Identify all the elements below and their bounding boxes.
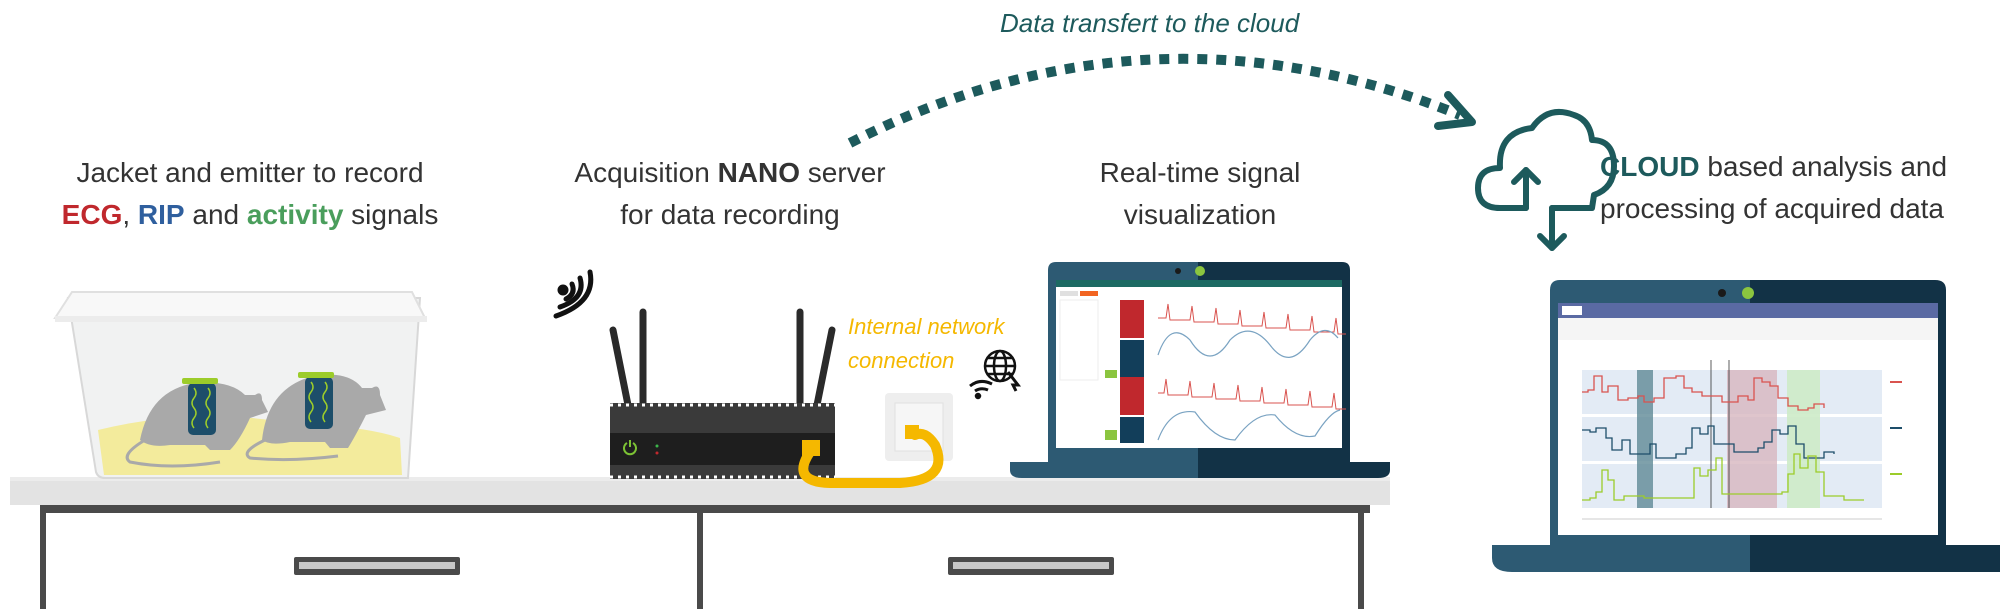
realtime-caption-line1: Real-time signal <box>1099 157 1301 188</box>
jacket-caption-line1: Jacket and emitter to record <box>76 157 424 188</box>
post: based analysis and <box>1699 151 1948 182</box>
ecg-tile-2 <box>1120 377 1144 415</box>
ecg-trace-2 <box>1158 378 1346 410</box>
ecg-trace-1 <box>1158 303 1346 335</box>
network-label-line2: connection <box>848 348 955 373</box>
ethernet-cable <box>798 428 944 488</box>
router <box>609 308 836 479</box>
hr-series <box>1582 375 1825 411</box>
transfer-arrowhead <box>1434 91 1476 130</box>
tail: signals <box>343 199 439 230</box>
selection-green <box>1787 370 1820 508</box>
power-icon <box>623 440 637 456</box>
jacket-caption-line2: ECG, RIP and activity signals <box>30 194 470 236</box>
activity-series <box>1582 453 1864 501</box>
rat-1 <box>125 378 268 468</box>
realtime-caption: Real-time signal visualization <box>1040 152 1360 236</box>
desk <box>10 477 1390 609</box>
sep: and <box>184 199 247 230</box>
ecg-tile-1 <box>1120 300 1144 338</box>
nano-label: NANO <box>717 157 801 188</box>
server-caption: Acquisition NANO server for data recordi… <box>540 152 920 236</box>
selection-red <box>1727 370 1777 508</box>
rip-label: RIP <box>137 199 185 230</box>
cage <box>53 291 427 479</box>
cloud-caption-line2: processing of acquired data <box>1600 193 1944 224</box>
network-label-line1: Internal network <box>848 314 1005 339</box>
realtime-screen <box>1056 280 1342 448</box>
ecg-label: ECG <box>61 199 123 230</box>
sep: , <box>122 199 138 230</box>
post: server <box>800 157 886 188</box>
server-caption-line2: for data recording <box>620 199 840 230</box>
cloud-caption: CLOUD based analysis and processing of a… <box>1600 146 2000 230</box>
rat-2 <box>245 372 386 462</box>
jacket-caption: Jacket and emitter to record ECG, RIP an… <box>30 152 470 236</box>
resp-trace-1 <box>1157 329 1339 358</box>
resp-trace-2 <box>1157 409 1341 441</box>
resp-tile-2 <box>1120 417 1144 443</box>
transfer-arc <box>847 53 1462 148</box>
realtime-laptop <box>1010 262 1390 478</box>
pre: Acquisition <box>574 157 718 188</box>
selection-dark <box>1637 370 1653 508</box>
cloud-caption-line1: CLOUD based analysis and <box>1600 146 2000 188</box>
cloud-laptop <box>1492 280 2000 572</box>
realtime-caption-line2: visualization <box>1123 199 1277 230</box>
data-transfer-label: Data transfert to the cloud <box>1000 8 1300 38</box>
globe-network-icon <box>969 349 1022 400</box>
activity-label: activity <box>246 199 344 230</box>
analysis-header-bar <box>1558 303 1938 318</box>
network-label: Internal network connection <box>848 310 1005 378</box>
cloud-upload-download-icon <box>1475 109 1617 251</box>
server-caption-line1: Acquisition NANO server <box>540 152 920 194</box>
wifi-signal-icon <box>553 269 594 319</box>
rr-series <box>1582 425 1835 459</box>
resp-tile-1 <box>1120 340 1144 378</box>
